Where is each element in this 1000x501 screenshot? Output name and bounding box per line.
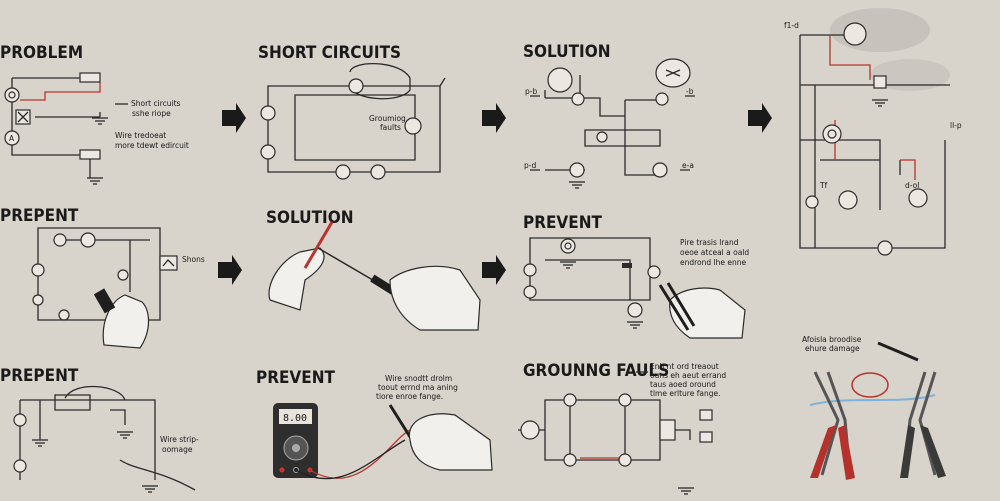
grounng-fauls-note-1: Enh nt ord treaout: [650, 362, 719, 371]
panel-prevent-bottom: PREVENT 8.00 Wire snodtt drolm toout err…: [256, 368, 493, 480]
hand-illustration: [389, 265, 481, 331]
problem-note-2: sshe riope: [132, 109, 171, 118]
tag: d-ol: [905, 181, 919, 190]
problem-note-1: Short circuits: [131, 99, 181, 108]
solution-top-title: SOLUTION: [523, 42, 611, 62]
short-circuits-note-1: Groumiog: [369, 114, 406, 123]
pin-label: p-b: [525, 87, 537, 96]
hand-illustration: [669, 287, 746, 339]
problem-note-3: Wire tredoeat: [115, 131, 166, 140]
arrow-right-icon: [218, 255, 242, 285]
ammeter-label: A: [9, 134, 15, 143]
short-circuits-title: SHORT CIRCUITS: [258, 43, 401, 63]
panel-solution-top: SOLUTION p-b p-d -b e-a: [523, 42, 695, 189]
tag: f1-d: [784, 21, 799, 30]
prepent-2-title: PREPENT: [0, 366, 79, 386]
prepent-1-note: Shons: [182, 255, 205, 264]
problem-note-4: more tdewt edircuit: [115, 141, 189, 150]
grounng-fauls-title: GROUNNG FAULS: [523, 361, 669, 381]
grounng-fauls-note-3: taus aoed oround: [650, 380, 716, 389]
arrow-right-icon: [482, 255, 506, 285]
panel-right-diagram: f1-d ll-p Tf d-ol: [784, 8, 962, 256]
pin-label: p-d: [524, 161, 536, 170]
screwdriver-icon: [877, 341, 919, 362]
grounng-fauls-note-2: ouns eh aeut errand: [650, 371, 726, 380]
panel-problem: PROBLEM A Short circuits sshe riope Wire…: [0, 43, 189, 185]
prepent-1-title: PREPENT: [0, 206, 79, 226]
pliers-note-2: ehure damage: [805, 344, 860, 353]
hand-illustration: [102, 294, 150, 349]
prevent-mid-note-2: oeoe atceal a oald: [680, 248, 749, 257]
arrow-right-icon: [748, 103, 772, 133]
prevent-bottom-title: PREVENT: [256, 368, 336, 388]
panel-short-circuits: SHORT CIRCUITS Groumiog faults: [258, 43, 446, 180]
panel-solution-mid: SOLUTION: [266, 208, 481, 331]
panel-prevent-mid: PREVENT Pire trasis lrand oeoe atceal a …: [523, 213, 749, 339]
panel-grounng-fauls: GROUNNG FAULS Enh nt ord treaout ouns eh…: [518, 361, 726, 495]
pliers-note-1: Afoisla broodise: [802, 335, 862, 344]
screwdriver-icon: [303, 221, 334, 269]
prevent-bottom-note-2: toout errnd ma aning: [378, 383, 458, 392]
prevent-mid-title: PREVENT: [523, 213, 603, 233]
arrow-right-icon: [222, 103, 246, 133]
prevent-bottom-note-3: tiore enroe fange.: [376, 392, 443, 401]
pin-label: e-a: [682, 161, 694, 170]
prevent-bottom-note-1: Wire snodtt drolm: [385, 374, 452, 383]
tag: Tf: [819, 181, 828, 190]
arrow-right-icon: [482, 103, 506, 133]
prevent-mid-note-1: Pire trasis lrand: [680, 238, 739, 247]
hand-illustration: [268, 247, 325, 311]
grounng-fauls-note-4: tlme erlture fange.: [650, 389, 720, 398]
pin-label: -b: [686, 87, 694, 96]
prepent-2-note-2: oomage: [162, 445, 193, 454]
tag: ll-p: [950, 121, 962, 130]
hand-illustration: [408, 413, 493, 471]
resistor-shape: [79, 72, 101, 83]
prepent-2-note-1: Wire strip-: [160, 435, 199, 444]
panel-pliers: Afoisla broodise ehure damage: [802, 335, 946, 480]
solution-mid-title: SOLUTION: [266, 208, 354, 228]
short-circuits-note-2: faults: [380, 123, 401, 132]
panel-prepent-2: PREPENT Wire strip- oomage: [0, 366, 199, 493]
problem-title: PROBLEM: [0, 43, 83, 63]
multimeter-display: 8.00: [283, 413, 307, 424]
panel-prepent-1: PREPENT Shons: [0, 206, 205, 349]
prevent-mid-note-3: endrond lhe enne: [680, 258, 746, 267]
